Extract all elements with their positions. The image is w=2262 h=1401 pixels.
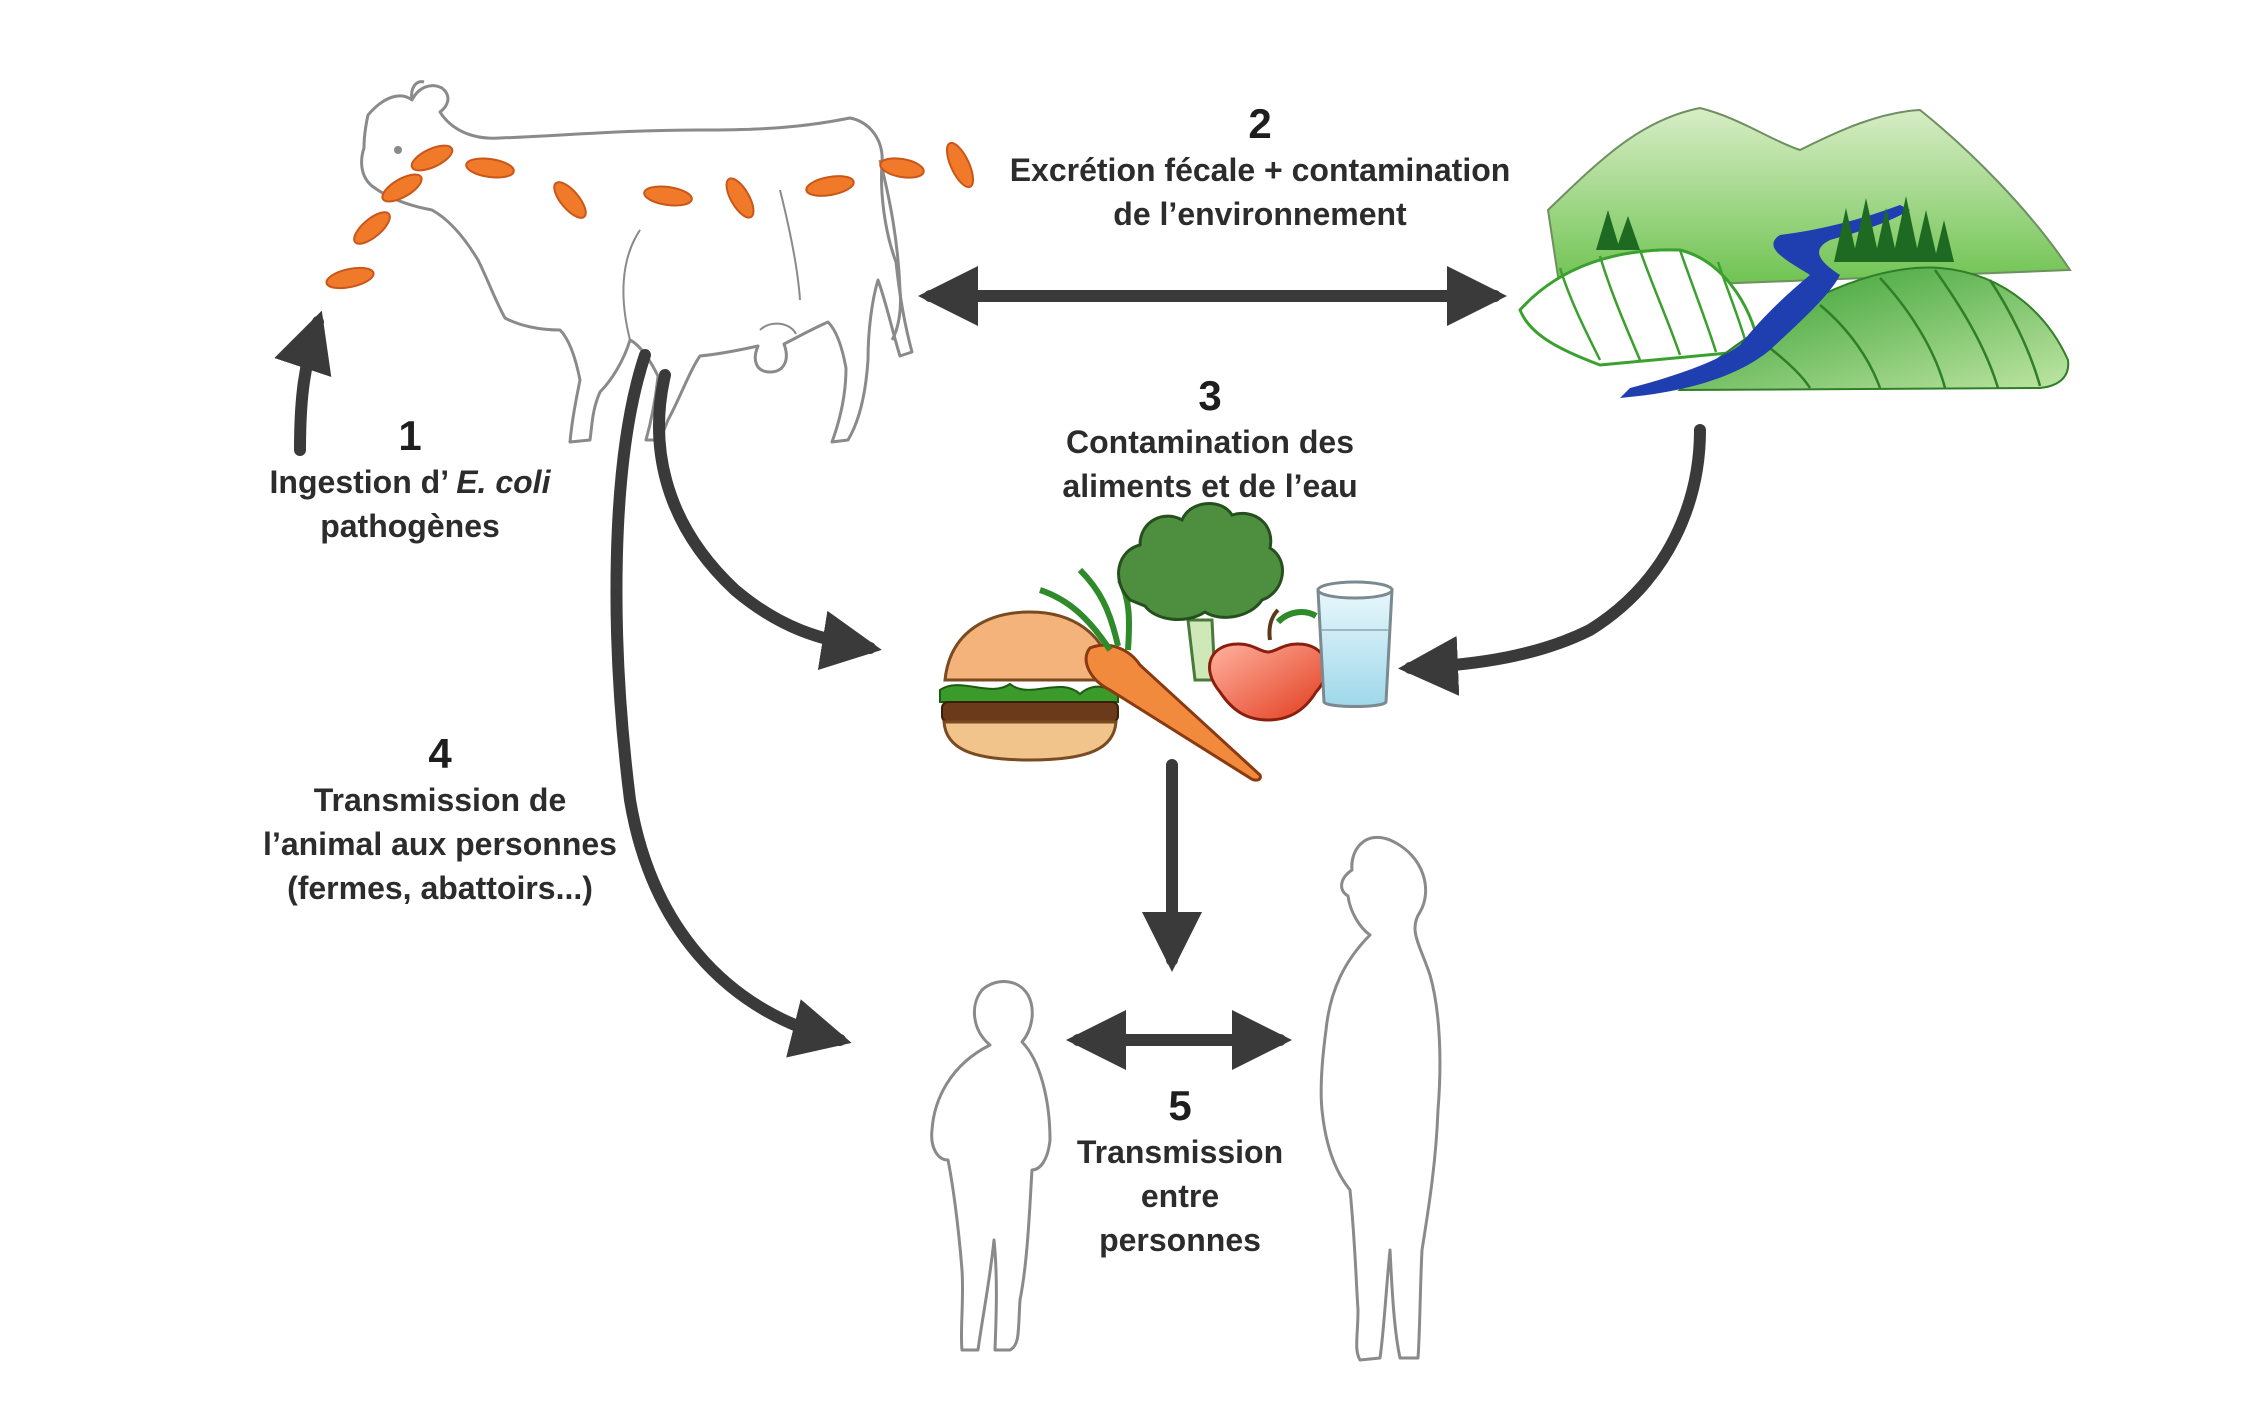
step-1-line: pathogènes xyxy=(320,508,500,544)
bacterium xyxy=(353,211,391,245)
pine-tree xyxy=(1934,220,1954,262)
water-glass xyxy=(1316,580,1394,708)
arrow-3a-cow-to-food xyxy=(653,369,882,671)
bacterium xyxy=(643,185,693,207)
arrow-1-ingestion xyxy=(274,310,332,456)
cow-eye xyxy=(394,146,402,154)
step-2-line: Excrétion fécale + contamination xyxy=(1009,152,1511,188)
step-4-line: l’animal aux personnes xyxy=(263,826,617,862)
step-1-label: 1 Ingestion d’ E. coli pathogènes xyxy=(200,412,620,548)
tree-group xyxy=(1596,196,1954,262)
pine-tree xyxy=(1874,208,1898,262)
step-3-line: Contamination des xyxy=(1065,424,1354,460)
bacterium xyxy=(945,141,975,189)
cow-horn xyxy=(410,80,425,101)
bacterium xyxy=(879,157,925,179)
cow-leg-line xyxy=(779,189,801,301)
step-3-line: aliments et de l’eau xyxy=(1062,468,1358,504)
child-silhouette xyxy=(930,980,1052,1352)
cow-udder xyxy=(759,322,797,335)
burger xyxy=(939,610,1119,762)
step-2-line: de l’environnement xyxy=(1113,196,1407,232)
bacteria-group xyxy=(325,141,975,290)
arrows-group xyxy=(274,266,1706,1070)
cow-leg-line xyxy=(622,229,641,341)
pine-tree xyxy=(1834,208,1858,262)
bacterium xyxy=(381,173,423,203)
pine-tree xyxy=(1914,210,1938,262)
pine-tree xyxy=(1596,210,1620,250)
food-illustration xyxy=(939,502,1394,782)
step-3-number: 3 xyxy=(1198,372,1222,419)
cow-tail xyxy=(878,159,902,341)
people-illustration xyxy=(930,835,1442,1362)
bacterium xyxy=(553,181,587,219)
step-5-line: personnes xyxy=(1099,1222,1261,1258)
cow-illustration xyxy=(325,80,975,444)
step-1-text: Ingestion d’ E. coli xyxy=(200,460,620,504)
step-1-number: 1 xyxy=(398,412,422,459)
bacterium xyxy=(410,144,454,172)
step-4-line: (fermes, abattoirs...) xyxy=(287,870,593,906)
bacterium xyxy=(805,175,855,197)
step-5-number: 5 xyxy=(1168,1082,1192,1129)
step-4-line: Transmission de xyxy=(313,782,567,818)
pine-tree xyxy=(1616,216,1640,250)
step-4-label: 4 Transmission de l’animal aux personnes… xyxy=(200,730,680,910)
bacterium xyxy=(325,266,375,290)
landscape-illustration xyxy=(1518,106,2072,398)
bacterium xyxy=(465,157,515,179)
step-3-label: 3 Contamination des aliments et de l’eau xyxy=(1010,372,1410,508)
bacterium xyxy=(725,177,755,219)
hill-stripes xyxy=(1759,269,2042,389)
step-5-line: Transmission xyxy=(1076,1134,1284,1170)
arrow-3b-landscape-to-food xyxy=(1398,424,1706,696)
step-1-text-italic: E. coli xyxy=(456,464,551,500)
step-4-number: 4 xyxy=(428,730,452,777)
step-2-number: 2 xyxy=(1248,100,1272,147)
step-5-label: 5 Transmission entre personnes xyxy=(1030,1082,1330,1262)
step-1-text-before: Ingestion d’ xyxy=(269,464,448,500)
pine-tree xyxy=(1852,198,1880,262)
woman-silhouette xyxy=(1319,835,1442,1362)
arrow-4-animal-to-people xyxy=(610,349,852,1058)
pine-tree xyxy=(1892,196,1920,262)
step-5-line: entre xyxy=(1140,1178,1220,1214)
apple xyxy=(1208,608,1328,722)
step-2-label: 2 Excrétion fécale + contamination de l’… xyxy=(980,100,1540,236)
